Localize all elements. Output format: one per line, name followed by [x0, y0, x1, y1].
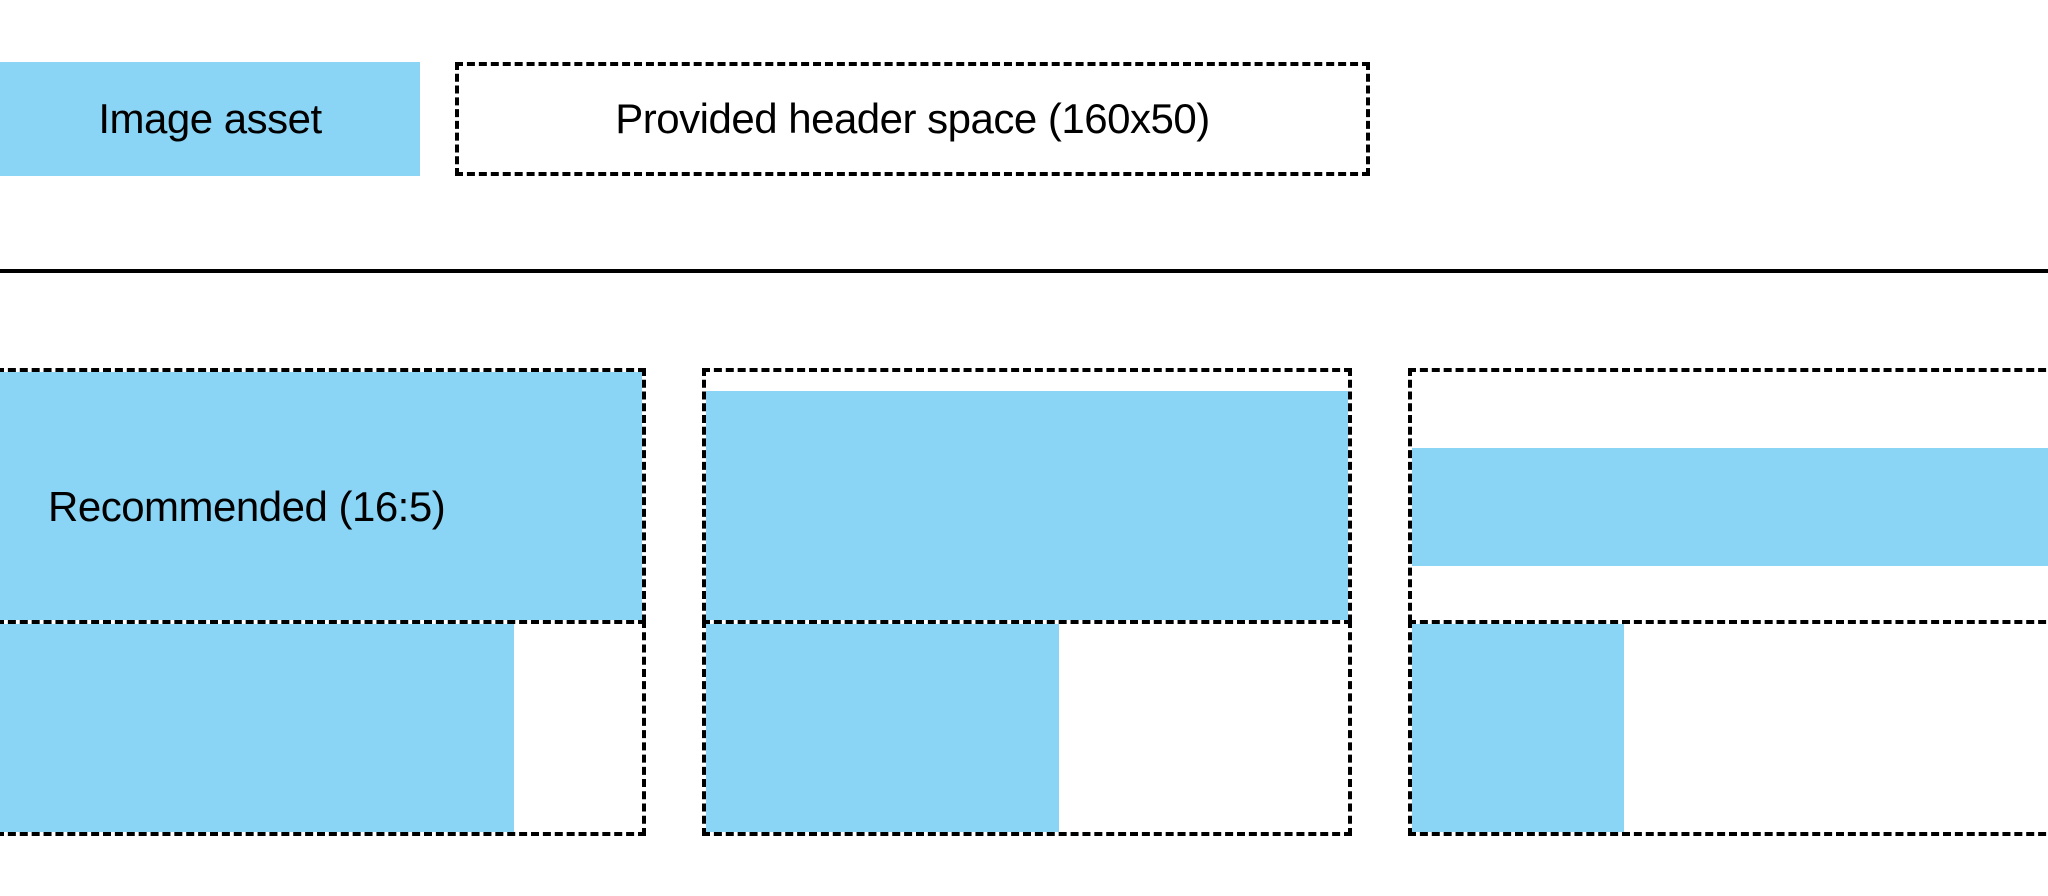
asset-fill-r2c2 [706, 624, 1060, 832]
specimen-cell-r2c1 [0, 620, 646, 836]
image-asset-swatch-label: Image asset [98, 95, 322, 142]
specimen-cell-r2c2 [702, 620, 1352, 836]
asset-fill-r1c1 [0, 372, 642, 642]
asset-fill-r2c1 [0, 624, 514, 832]
specimen-cell-r1c2 [702, 368, 1352, 646]
recommended-ratio-label: Recommended (16:5) [48, 483, 446, 530]
asset-fill-r2c3 [1412, 624, 1624, 832]
section-divider [0, 269, 2048, 273]
specimen-cell-r1c3 [1408, 368, 2048, 646]
provided-header-space-box: Provided header space (160x50) [455, 62, 1370, 176]
specimen-cell-r2c3 [1408, 620, 2048, 836]
image-asset-swatch: Image asset [0, 62, 420, 176]
asset-fill-r1c2 [706, 390, 1348, 624]
provided-header-space-label: Provided header space (160x50) [615, 95, 1210, 142]
specimen-cell-r1c1: Recommended (16:5) [0, 368, 646, 646]
asset-fill-r1c3 [1412, 447, 2048, 567]
